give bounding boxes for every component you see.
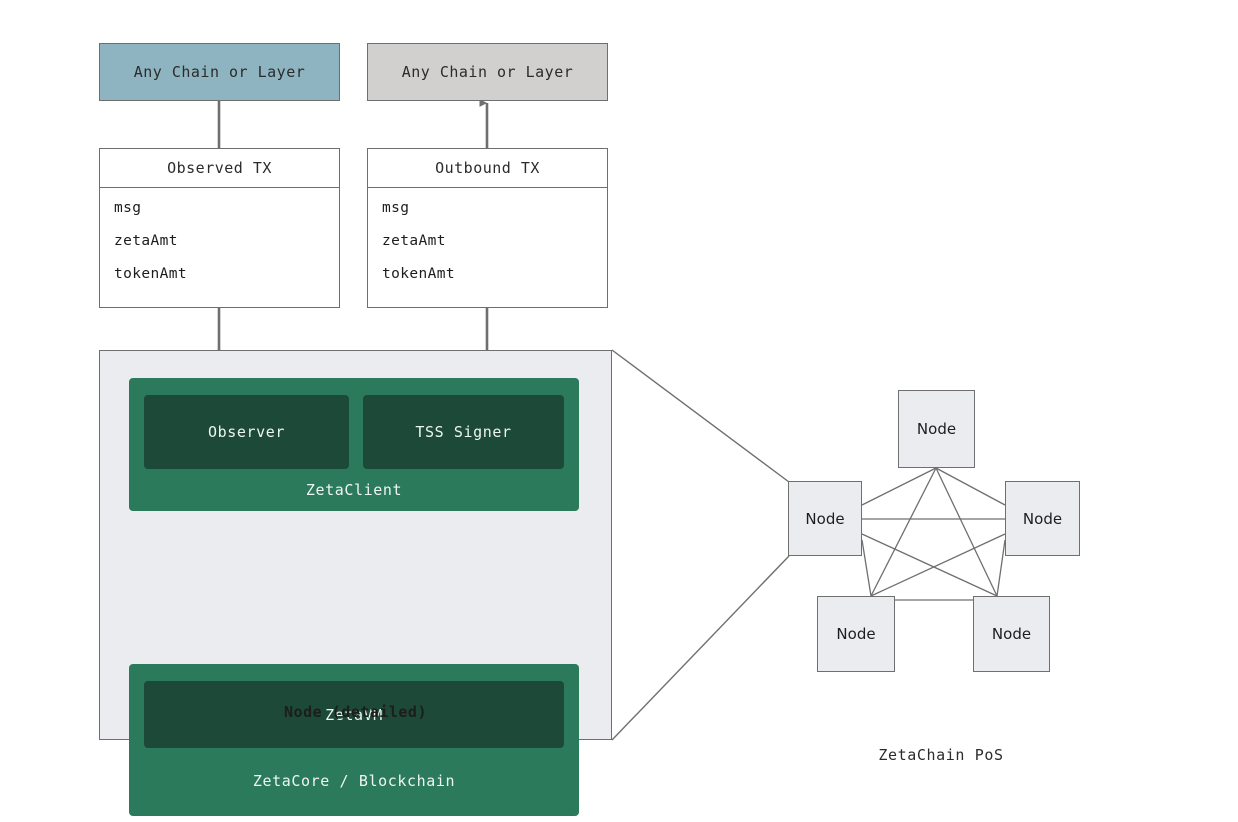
validator-network-caption: ZetaChain PoS Validator Network bbox=[806, 690, 1076, 822]
zetavm-box[interactable]: ZetaVM bbox=[144, 681, 564, 748]
edge-right-bottomright bbox=[996, 539, 1006, 597]
observed-tx-box[interactable]: Observed TX msg zetaAmt tokenAmt bbox=[99, 148, 340, 308]
observed-tx-fields: msg zetaAmt tokenAmt bbox=[100, 188, 339, 307]
validator-node-right[interactable]: Node bbox=[1005, 481, 1080, 556]
observed-tx-field-msg: msg bbox=[114, 200, 142, 216]
validator-node-bottom-left[interactable]: Node bbox=[817, 596, 895, 672]
validator-network-caption-line1: ZetaChain PoS bbox=[878, 746, 1004, 764]
outbound-tx-field-tokenAmt: tokenAmt bbox=[382, 266, 456, 282]
zetacore-label: ZetaCore / Blockchain bbox=[252, 772, 456, 790]
validator-node-bottom-right-label: Node bbox=[991, 625, 1032, 643]
destination-chain-box[interactable]: Any Chain or Layer bbox=[367, 43, 608, 101]
observed-tx-field-tokenAmt: tokenAmt bbox=[114, 266, 188, 282]
zetavm-label: ZetaVM bbox=[325, 705, 383, 724]
edge-top-left bbox=[861, 467, 937, 506]
outbound-tx-field-msg: msg bbox=[382, 200, 410, 216]
edge-top-bottomleft bbox=[870, 467, 937, 597]
edge-right-bottomleft bbox=[870, 533, 1006, 597]
outbound-tx-field-zetaAmt: zetaAmt bbox=[382, 233, 446, 249]
outbound-tx-box[interactable]: Outbound TX msg zetaAmt tokenAmt bbox=[367, 148, 608, 308]
zetaclient-label: ZetaClient bbox=[305, 481, 403, 499]
node-detailed-panel[interactable]: Observer TSS Signer ZetaClient ZetaVM Ze… bbox=[99, 350, 612, 816]
observed-tx-field-zetaAmt: zetaAmt bbox=[114, 233, 178, 249]
tss-signer-box[interactable]: TSS Signer bbox=[363, 395, 564, 469]
source-chain-label: Any Chain or Layer bbox=[133, 63, 306, 81]
edge-left-bottomleft bbox=[861, 539, 872, 597]
validator-node-bottom-right[interactable]: Node bbox=[973, 596, 1050, 672]
observed-tx-title: Observed TX bbox=[100, 149, 339, 188]
validator-node-top[interactable]: Node bbox=[898, 390, 975, 468]
outbound-tx-title: Outbound TX bbox=[368, 149, 607, 188]
destination-chain-label: Any Chain or Layer bbox=[401, 63, 574, 81]
validator-node-left-label: Node bbox=[805, 509, 845, 528]
zoom-line-top bbox=[611, 349, 790, 483]
outbound-tx-fields: msg zetaAmt tokenAmt bbox=[368, 188, 607, 307]
node-detailed-caption: Node (detailed) bbox=[284, 703, 427, 721]
source-chain-box[interactable]: Any Chain or Layer bbox=[99, 43, 340, 101]
edge-top-right bbox=[935, 467, 1006, 506]
validator-node-right-label: Node bbox=[1022, 509, 1063, 528]
edge-left-bottomright bbox=[861, 533, 998, 597]
observer-box[interactable]: Observer bbox=[144, 395, 349, 469]
tss-signer-label: TSS Signer bbox=[415, 423, 512, 441]
validator-node-bottom-left-label: Node bbox=[836, 625, 876, 643]
edge-top-bottomright bbox=[935, 467, 998, 597]
zetaclient-box[interactable]: Observer TSS Signer ZetaClient bbox=[129, 378, 579, 511]
zetacore-box[interactable]: ZetaVM ZetaCore / Blockchain bbox=[129, 664, 579, 816]
zoom-line-bottom bbox=[611, 555, 790, 741]
validator-node-top-label: Node bbox=[916, 420, 957, 438]
validator-mesh-edges bbox=[861, 467, 1006, 601]
observer-label: Observer bbox=[207, 423, 286, 441]
validator-node-left[interactable]: Node bbox=[788, 481, 862, 556]
